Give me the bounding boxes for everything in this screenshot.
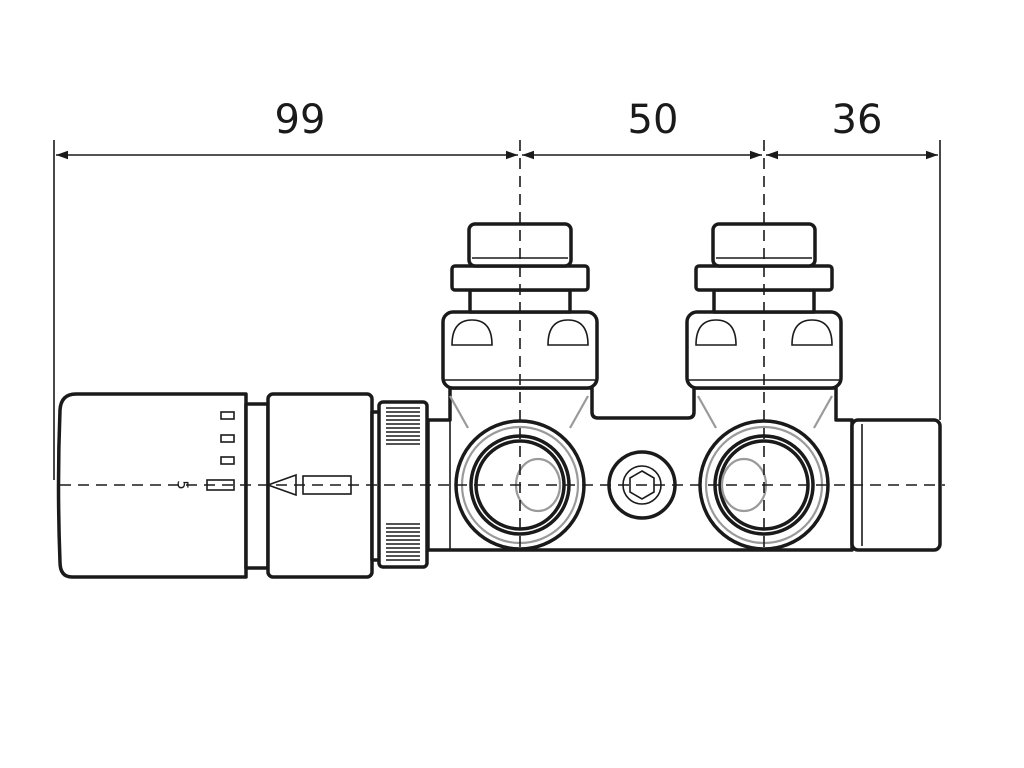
coupling-nut	[370, 400, 429, 569]
dimension-label-middle: 50	[628, 97, 679, 143]
chamfer-right-1	[697, 395, 717, 429]
hex-socket-icon	[629, 470, 655, 500]
knurl-top	[386, 407, 420, 445]
scale-mark-1	[220, 411, 235, 420]
connector-left-flat-1	[451, 319, 493, 346]
dimension-label-left: 99	[275, 97, 326, 143]
knurl-bottom	[386, 523, 420, 561]
centerlines	[60, 140, 945, 548]
dimension-group: 99 50 36	[53, 97, 941, 480]
chamfer-left-2	[569, 395, 589, 429]
connector-right-flat-2	[791, 319, 833, 346]
body-chamfer-left	[428, 419, 451, 550]
connector-left-flat-2	[547, 319, 589, 346]
scale-mark-2	[220, 434, 235, 443]
scale-mark-3	[220, 456, 235, 465]
dimension-label-right: 36	[832, 97, 883, 143]
connector-right	[685, 222, 843, 390]
thermostat-neck	[244, 402, 270, 570]
connector-right-flat-1	[695, 319, 737, 346]
chamfer-right-2	[813, 395, 833, 429]
valve-body	[426, 386, 854, 552]
scale-number: 5	[174, 480, 192, 490]
chamfer-left-1	[449, 395, 469, 429]
